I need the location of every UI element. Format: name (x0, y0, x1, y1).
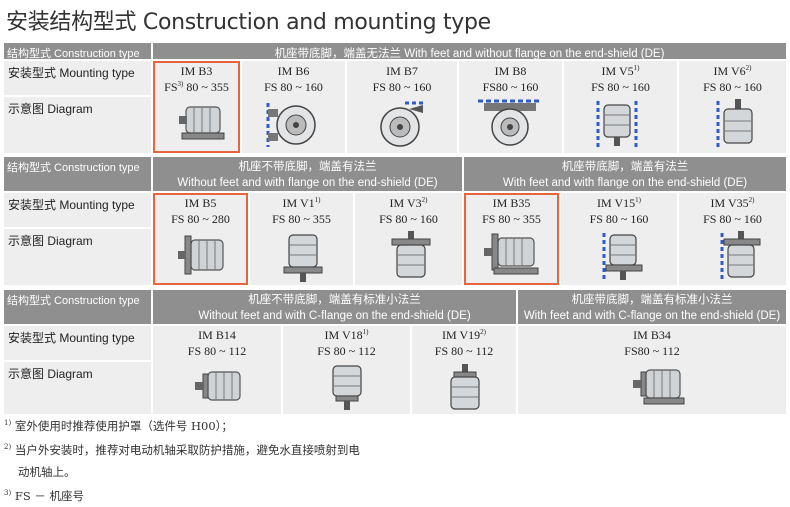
motor-b34-diagram-icon (633, 369, 685, 405)
type-b8-name: IM B8 (494, 64, 527, 78)
mounting-type-label-2: 安装型式 Mounting type (4, 193, 151, 227)
footnote-2-cont: 动机轴上。 (18, 465, 76, 479)
construction-type-label: 结构型式 Construction type (4, 43, 151, 60)
type-v5-fs: FS 80 ~ 160 (591, 80, 650, 94)
highlight-b5 (153, 193, 248, 285)
type-v6-name: IM V62) (713, 64, 752, 78)
mounting-type-label: 安装型式 Mounting type (4, 61, 151, 95)
motor-b14-diagram-icon (195, 371, 241, 401)
type-v3-fs: FS 80 ~ 160 (379, 212, 438, 226)
footnote-3: 3) FS － 机座号 (4, 489, 85, 503)
mounting-type-label-3: 安装型式 Mounting type (4, 326, 151, 360)
motor-v18-diagram-icon (332, 365, 362, 410)
motor-v6-diagram-icon (716, 99, 753, 147)
type-b7-fs: FS 80 ~ 160 (372, 80, 432, 94)
type-b7-name: IM B7 (386, 64, 418, 78)
type-v15-fs: FS 80 ~ 160 (589, 212, 649, 226)
diagram-label-3: 示意图 Diagram (4, 362, 151, 414)
footnote-2: 2) 当户外安装时，推荐对电动机轴采取防护措施，避免水直接喷射到电 (4, 443, 360, 457)
type-v15-name: IM V151) (597, 196, 641, 210)
motor-v1-diagram-icon (283, 234, 323, 282)
type-b6-fs: FS 80 ~ 160 (264, 80, 323, 94)
diagram-label: 示意图 Diagram (4, 97, 151, 153)
motor-b3-diagram-icon (179, 106, 225, 140)
type-v6-fs: FS 80 ~ 160 (703, 80, 762, 94)
highlight-b35 (464, 193, 559, 285)
construction-type-label-3: 结构型式 Construction type (4, 290, 151, 324)
motor-v15-diagram-icon (602, 233, 643, 280)
type-v3-name: IM V32) (389, 196, 428, 210)
motor-v3-diagram-icon (391, 231, 431, 278)
type-v19-fs: FS 80 ~ 112 (434, 344, 494, 358)
type-v1-name: IM V11) (282, 196, 321, 210)
type-v5-name: IM V51) (601, 64, 640, 78)
motor-b7-diagram-icon (380, 101, 425, 147)
type-b3-name: IM B3 (180, 64, 213, 78)
type-v35-fs: FS 80 ~ 160 (703, 212, 762, 226)
page-title: 安装结构型式 Construction and mounting type (6, 10, 491, 35)
block1-header: 机座带底脚，端盖无法兰 With feet and without flange… (153, 43, 786, 60)
motor-b5-diagram-icon (178, 235, 224, 275)
motor-v5-diagram-icon (596, 101, 638, 147)
motor-v35-diagram-icon (720, 231, 761, 279)
type-b35-name: IM B35 (492, 196, 531, 210)
highlight-b3 (153, 61, 240, 153)
type-b5-fs: FS 80 ~ 280 (171, 212, 230, 226)
type-b34-name: IM B34 (633, 328, 671, 342)
type-v19-name: IM V192) (442, 328, 486, 342)
type-b34-fs: FS80 ~ 112 (624, 344, 680, 358)
type-v18-fs: FS 80 ~ 112 (317, 344, 376, 358)
type-b14-name: IM B14 (198, 328, 236, 342)
diagram-label-2: 示意图 Diagram (4, 229, 151, 285)
type-b5-name: IM B5 (184, 196, 217, 210)
construction-type-label-2: 结构型式 Construction type (4, 157, 151, 191)
motor-b6-diagram-icon (266, 103, 316, 147)
footnote-1: 1) 室外使用时推荐使用护罩（选件号 H00）； (4, 419, 233, 433)
type-b35-fs: FS 80 ~ 355 (482, 212, 541, 226)
type-b6-name: IM B6 (277, 64, 310, 78)
type-b14-fs: FS 80 ~ 112 (187, 344, 247, 358)
type-v18-name: IM V181) (324, 328, 369, 342)
motor-v19-diagram-icon (450, 364, 480, 410)
motor-b35-diagram-icon (484, 233, 539, 275)
type-v1-fs: FS 80 ~ 355 (272, 212, 331, 226)
motor-b8-diagram-icon (478, 99, 540, 146)
type-b8-fs: FS80 ~ 160 (482, 80, 539, 94)
type-v35-name: IM V352) (710, 196, 755, 210)
type-b3-fs: FS3) 80 ~ 355 (164, 80, 229, 94)
